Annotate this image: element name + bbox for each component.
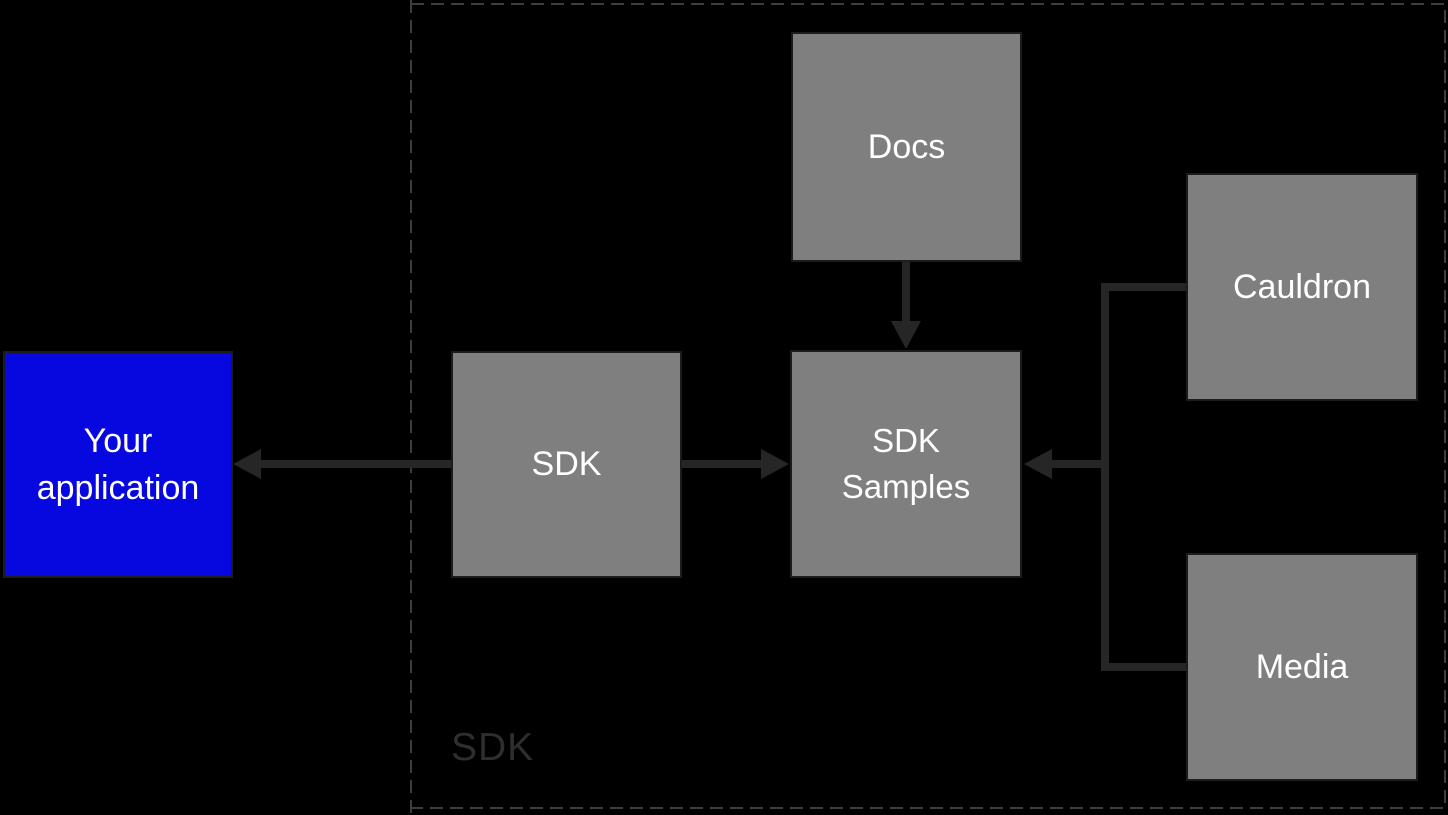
edge-cauldron-media-bracket: [1024, 283, 1186, 671]
node-cauldron-label: Cauldron: [1233, 267, 1371, 306]
edge-sdk-to-samples-arrow: [682, 449, 789, 479]
sdk-group-label: SDK: [451, 726, 535, 769]
node-media: Media: [1186, 553, 1418, 781]
node-sdk-samples: SDK Samples: [790, 350, 1022, 578]
node-your-application-label: Your application: [36, 421, 200, 507]
node-docs-label: Docs: [867, 127, 946, 166]
node-sdk-label: SDK: [531, 445, 602, 484]
node-docs: Docs: [791, 32, 1022, 262]
node-your-application: Your application: [3, 351, 233, 578]
edge-docs-to-samples-arrow: [891, 262, 921, 349]
node-media-label: Media: [1255, 647, 1349, 686]
edge-sdk-to-application-arrow: [233, 449, 451, 479]
node-sdk-samples-label: SDK Samples: [841, 422, 971, 505]
node-cauldron: Cauldron: [1186, 173, 1418, 401]
node-sdk: SDK: [451, 351, 682, 578]
